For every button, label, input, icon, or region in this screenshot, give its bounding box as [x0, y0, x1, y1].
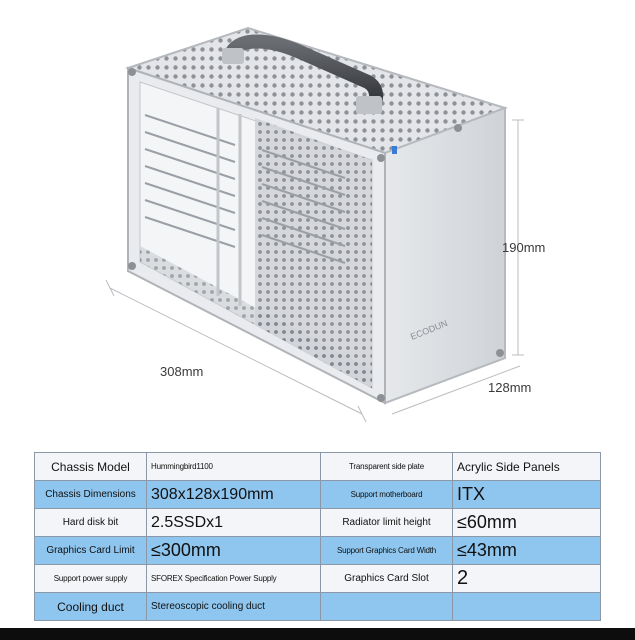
chassis-illustration: ECODUN: [105, 26, 524, 423]
spec-value: Stereoscopic cooling duct: [146, 592, 321, 621]
spec-value: 308x128x190mm: [146, 480, 321, 509]
table-row: Cooling duct Stereoscopic cooling duct: [34, 592, 601, 621]
spec-key: Support Graphics Card Width: [320, 536, 453, 565]
spec-value: SFOREX Specification Power Supply: [146, 564, 321, 593]
power-led: [392, 146, 397, 154]
spec-key: Cooling duct: [34, 592, 147, 621]
length-dimension-label: 308mm: [160, 364, 204, 379]
table-row: Hard disk bit 2.5SSDx1 Radiator limit he…: [34, 508, 601, 537]
spec-value: ≤60mm: [452, 508, 601, 537]
spec-value: ITX: [452, 480, 601, 509]
spec-value: 2: [452, 564, 601, 593]
spec-value: Hummingbird1100: [146, 452, 321, 481]
spec-value: [452, 592, 601, 621]
spec-key: Graphics Card Slot: [320, 564, 453, 593]
table-row: Graphics Card Limit ≤300mm Support Graph…: [34, 536, 601, 565]
spec-value: 2.5SSDx1: [146, 508, 321, 537]
spec-key: Chassis Model: [34, 452, 147, 481]
spec-key: Hard disk bit: [34, 508, 147, 537]
spec-key: Radiator limit height: [320, 508, 453, 537]
spec-key: Support power supply: [34, 564, 147, 593]
right-side-panel: [384, 106, 506, 405]
pcie-brackets: [144, 114, 346, 264]
bottom-ledge: [140, 246, 372, 388]
table-row: Support power supply SFOREX Specificatio…: [34, 564, 601, 593]
spec-key: Transparent side plate: [320, 452, 453, 481]
table-row: Chassis Model Hummingbird1100 Transparen…: [34, 452, 601, 481]
spec-table: Chassis Model Hummingbird1100 Transparen…: [34, 452, 601, 621]
spec-value: Acrylic Side Panels: [452, 452, 601, 481]
spec-value: ≤300mm: [146, 536, 321, 565]
bottom-bar: [0, 628, 635, 640]
spec-key: Support motherboard: [320, 480, 453, 509]
spec-key: Chassis Dimensions: [34, 480, 147, 509]
spec-key: [320, 592, 453, 621]
table-row: Chassis Dimensions 308x128x190mm Support…: [34, 480, 601, 509]
height-dimension-label: 190mm: [502, 240, 546, 255]
carry-handle: [222, 34, 384, 114]
spec-value: ≤43mm: [452, 536, 601, 565]
spec-key: Graphics Card Limit: [34, 536, 147, 565]
width-dimension-label: 128mm: [488, 380, 532, 395]
